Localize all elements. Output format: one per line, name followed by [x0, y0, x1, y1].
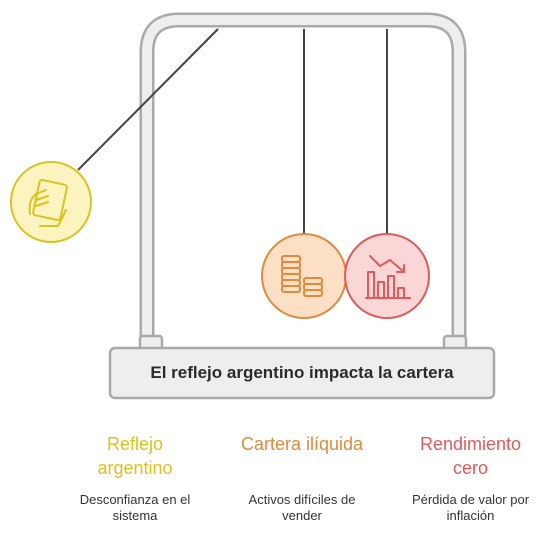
description-line-1: Desconfianza en el [79, 492, 191, 507]
ball-cartera-iliquida [261, 233, 347, 319]
coin-stacks-icon [281, 255, 323, 297]
item-description: Desconfianza en el sistema [55, 492, 215, 524]
heading-line-1: Cartera ilíquida [240, 434, 364, 454]
declining-chart-icon [365, 255, 411, 299]
item-description: Activos difíciles de vender [222, 492, 382, 524]
description-line-2: inflación [446, 508, 495, 523]
item-description: Pérdida de valor por inflación [388, 492, 553, 524]
description-line-2: sistema [112, 508, 158, 523]
description-line-2: vender [282, 508, 322, 523]
cradle-base [108, 346, 496, 400]
ball-reflejo-argentino [10, 161, 92, 243]
string-1 [77, 28, 219, 171]
hand-holding-phone-icon [28, 179, 68, 227]
description-line-1: Pérdida de valor por [411, 492, 530, 507]
heading-line-2: cero [452, 458, 488, 478]
item-heading: Rendimiento cero [388, 432, 553, 480]
description-line-1: Activos difíciles de [248, 492, 356, 507]
diagram-title: El reflejo argentino impacta la cartera [150, 363, 454, 382]
item-heading: Cartera ilíquida [222, 432, 382, 456]
heading-line-2: argentino [97, 458, 173, 478]
item-heading: Reflejo argentino [55, 432, 215, 480]
heading-line-1: Rendimiento [419, 434, 522, 454]
heading-line-1: Reflejo [106, 434, 164, 454]
ball-rendimiento-cero [344, 233, 430, 319]
